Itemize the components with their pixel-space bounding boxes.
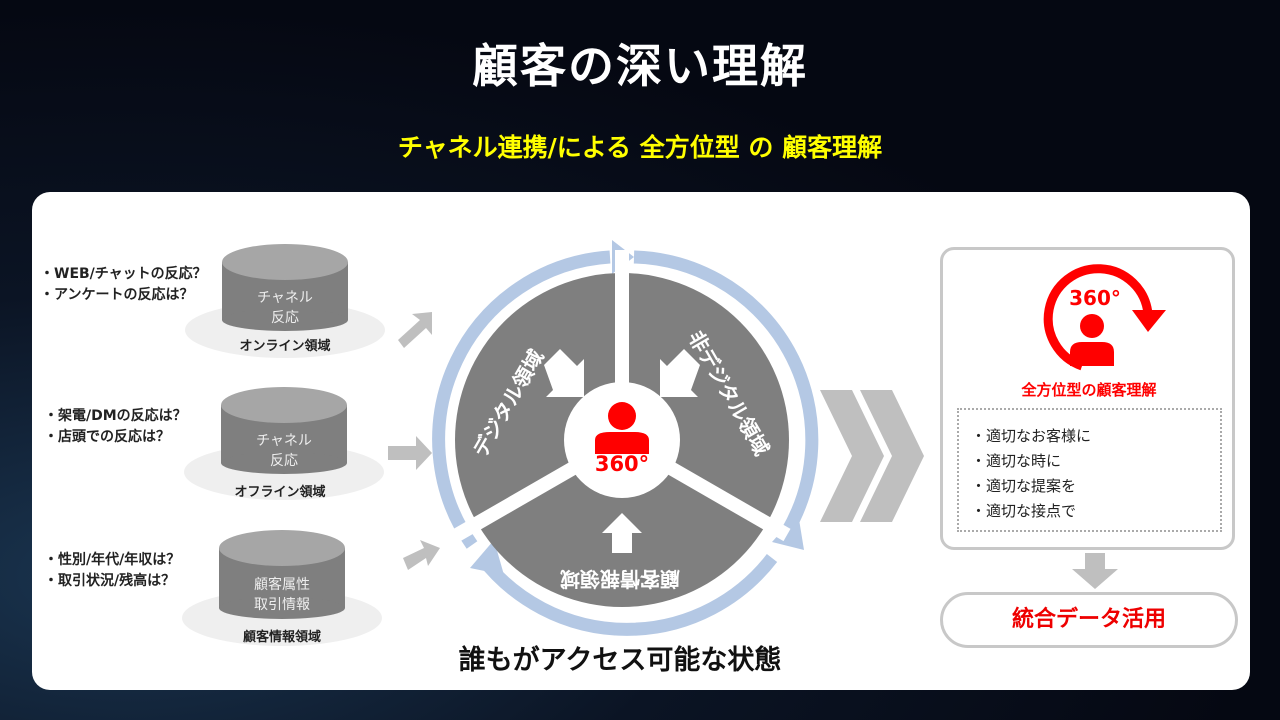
cycle-caption: 誰もがアクセス可能な状態	[458, 645, 782, 676]
source-questions-customer: ・性別/年代/年収は？・取引状況/残高は？	[44, 552, 181, 589]
database-offline-icon	[184, 387, 384, 500]
integrated-data-button[interactable]: 統合データ活用	[940, 592, 1238, 648]
source-questions-offline: ・架電/DMの反応は？・店頭での反応は？	[44, 408, 187, 445]
ring-arc	[633, 250, 819, 536]
arrow-right-icon	[388, 436, 432, 470]
database-online-icon	[185, 244, 385, 358]
result-list: ・適切なお客様に ・適切な時に ・適切な提案を ・適切な接点で	[957, 408, 1222, 532]
cycle-diagram	[432, 240, 819, 636]
ring-arc	[432, 250, 611, 549]
arrow-down-icon	[1072, 553, 1118, 589]
arrow-inward-icon	[660, 349, 700, 397]
list-item: ・適切なお客様に	[971, 427, 1092, 445]
database-customer-icon	[182, 530, 382, 646]
arrow-inward-icon	[544, 349, 584, 397]
page-title: 顧客の深い理解	[472, 39, 808, 93]
result-360-label: 360°	[1069, 286, 1121, 310]
result-heading: 全方位型の顧客理解	[1021, 381, 1157, 399]
rotate-360-icon	[1043, 264, 1166, 371]
ring-arc	[476, 554, 778, 636]
result-box	[940, 247, 1235, 550]
list-item: ・適切な時に	[971, 452, 1062, 470]
db-label-customer: 顧客属性取引情報	[254, 577, 310, 613]
source-questions-online: ・WEB/チャットの反応？・アンケートの反応は？	[40, 266, 207, 303]
db-label-online: チャネル反応	[257, 290, 313, 326]
arrow-inward-icon	[602, 513, 642, 553]
chevron-right-icon	[820, 390, 924, 522]
list-item: ・適切な接点で	[971, 502, 1077, 520]
area-label-online: オンライン領域	[239, 339, 331, 354]
person-icon	[595, 402, 649, 454]
list-item: ・適切な提案を	[971, 477, 1077, 495]
area-label-customer: 顧客情報領域	[242, 630, 321, 645]
subtitle: チャネル連携/による 全方位型 の 顧客理解	[397, 133, 883, 162]
arrow-right-icon	[403, 540, 440, 570]
segment-customer-info: 顧客情報領域	[560, 567, 680, 591]
center-360-label: 360°	[594, 452, 650, 476]
db-label-offline: チャネル反応	[256, 433, 312, 469]
database-icons	[182, 244, 440, 646]
arrow-right-icon	[398, 312, 432, 348]
area-label-offline: オフライン領域	[234, 485, 326, 500]
